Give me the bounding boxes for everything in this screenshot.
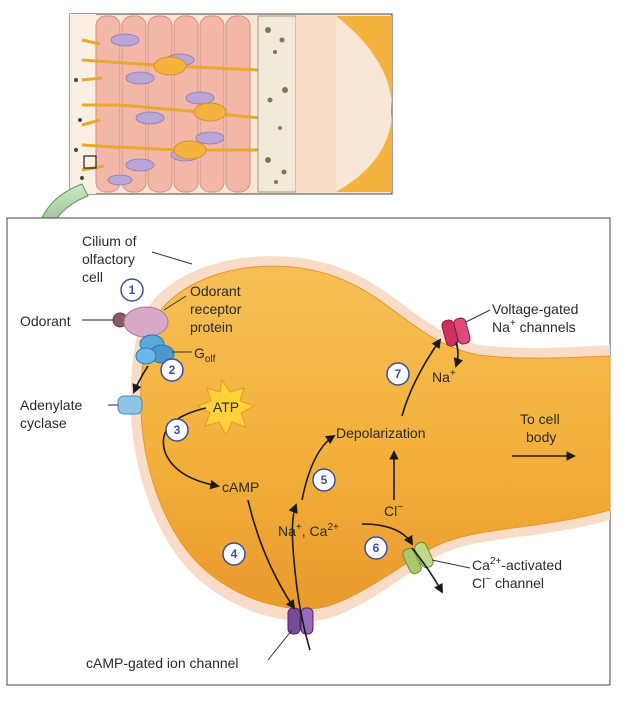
leader-receptor [163, 295, 187, 311]
label-adenylate-1: Adenylate [20, 397, 82, 413]
step-6: 6 [364, 536, 388, 560]
step-5: 5 [312, 468, 336, 492]
step-7: 7 [386, 362, 410, 386]
atp-burst [196, 378, 256, 437]
label-to-cell-1: To cell [520, 411, 560, 427]
svg-text:2: 2 [169, 363, 176, 377]
step-4: 4 [222, 542, 246, 566]
label-atp: ATP [213, 399, 239, 415]
label-na-top: Na+ [432, 368, 456, 385]
golf-protein [135, 334, 175, 365]
step-3: 3 [165, 418, 189, 442]
arrow-ions-to-depolarization [301, 434, 336, 501]
label-cilium-2: olfactory [82, 251, 135, 267]
odorant-molecule [82, 312, 128, 328]
label-to-cell-2: body [526, 429, 556, 445]
step-1: 1 [120, 278, 144, 302]
label-cl: Cl− [384, 502, 403, 519]
odorant-receptor-protein [123, 306, 169, 338]
leader-camp-gated [267, 629, 293, 661]
label-voltage-gated-1: Voltage-gated [492, 301, 578, 317]
olfactory-epithelium-illustration [69, 13, 393, 195]
label-odorant: Odorant [20, 313, 71, 329]
label-ca-activated-1: Ca2+-activated [472, 556, 562, 573]
arrow-camp-to-channel [247, 499, 296, 610]
label-cilium-1: Cilium of [82, 233, 137, 249]
arrow-depolarization-to-vg [401, 338, 442, 417]
arrow-cl-out [411, 547, 443, 594]
label-cilium-3: cell [82, 269, 103, 285]
voltage-gated-na-channel [441, 317, 471, 347]
cilium-cell-body [140, 265, 611, 610]
step-markers: 1 2 3 4 5 6 7 [120, 278, 410, 566]
arrow-na-into-cell [453, 341, 463, 368]
arrow-ions-into-cell [288, 503, 311, 651]
arrow-golf-to-adenylate [132, 365, 149, 394]
svg-text:4: 4 [231, 547, 238, 561]
label-golf: Golf [194, 345, 216, 365]
label-camp-gated-channel: cAMP-gated ion channel [86, 655, 239, 671]
leader-ca-channel [431, 559, 471, 569]
svg-text:3: 3 [174, 423, 181, 437]
label-receptor-1: Odorant [190, 283, 241, 299]
label-receptor-2: receptor [190, 301, 242, 317]
svg-text:5: 5 [321, 473, 328, 487]
label-ca-activated-2: Cl− channel [472, 574, 544, 591]
label-adenylate-2: cyclase [20, 415, 67, 431]
label-voltage-gated-2: Na+ channels [492, 318, 576, 335]
ca-activated-cl-channel [402, 541, 434, 575]
leader-voltage-gated [465, 309, 491, 323]
svg-text:6: 6 [373, 541, 380, 555]
label-depolarization: Depolarization [336, 425, 426, 441]
arrow-ca-to-cl-channel [361, 523, 413, 546]
label-na-ca: Na+, Ca2+ [278, 522, 339, 539]
step-2: 2 [160, 358, 184, 382]
adenylate-cyclase-protein [108, 395, 143, 415]
leader-cilium [151, 251, 193, 265]
label-receptor-3: protein [190, 319, 233, 335]
svg-text:1: 1 [129, 283, 136, 297]
svg-text:7: 7 [395, 367, 402, 381]
label-camp: cAMP [222, 479, 259, 495]
arrow-atp-to-camp [162, 407, 220, 490]
